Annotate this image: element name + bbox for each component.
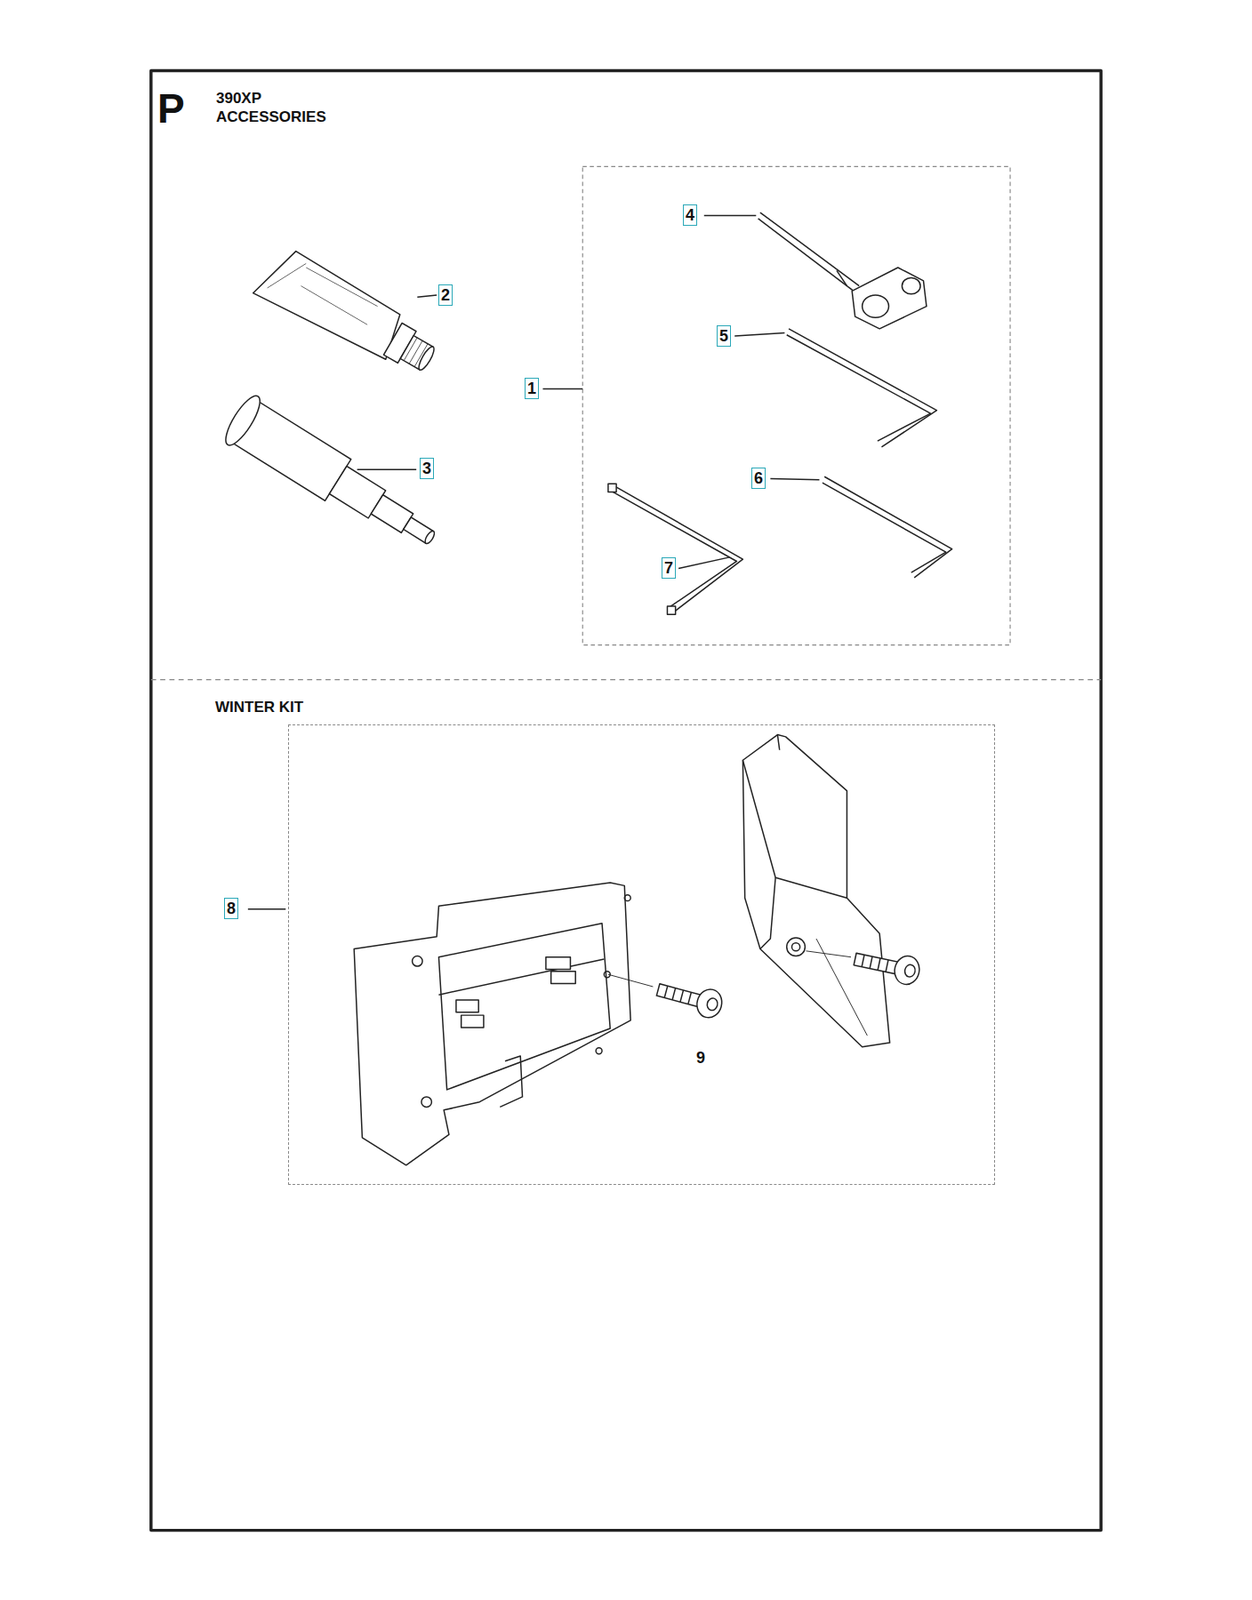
- winter-kit-box: WINTER KIT: [288, 724, 996, 1186]
- callout-number: 6: [751, 467, 766, 490]
- callout-number: 2: [438, 284, 453, 306]
- callout-number: 7: [661, 557, 676, 579]
- callout-number: 8: [224, 898, 239, 920]
- page-title: 390XP ACCESSORIES: [216, 88, 332, 127]
- section-letter: P: [157, 87, 185, 130]
- callout-number: 3: [419, 457, 434, 480]
- callout-number: 1: [524, 377, 539, 400]
- callout-number: 5: [716, 325, 731, 347]
- section-heading: WINTER KIT: [215, 698, 304, 717]
- callout-number: 4: [682, 204, 698, 226]
- callout-number: 9: [694, 1048, 707, 1068]
